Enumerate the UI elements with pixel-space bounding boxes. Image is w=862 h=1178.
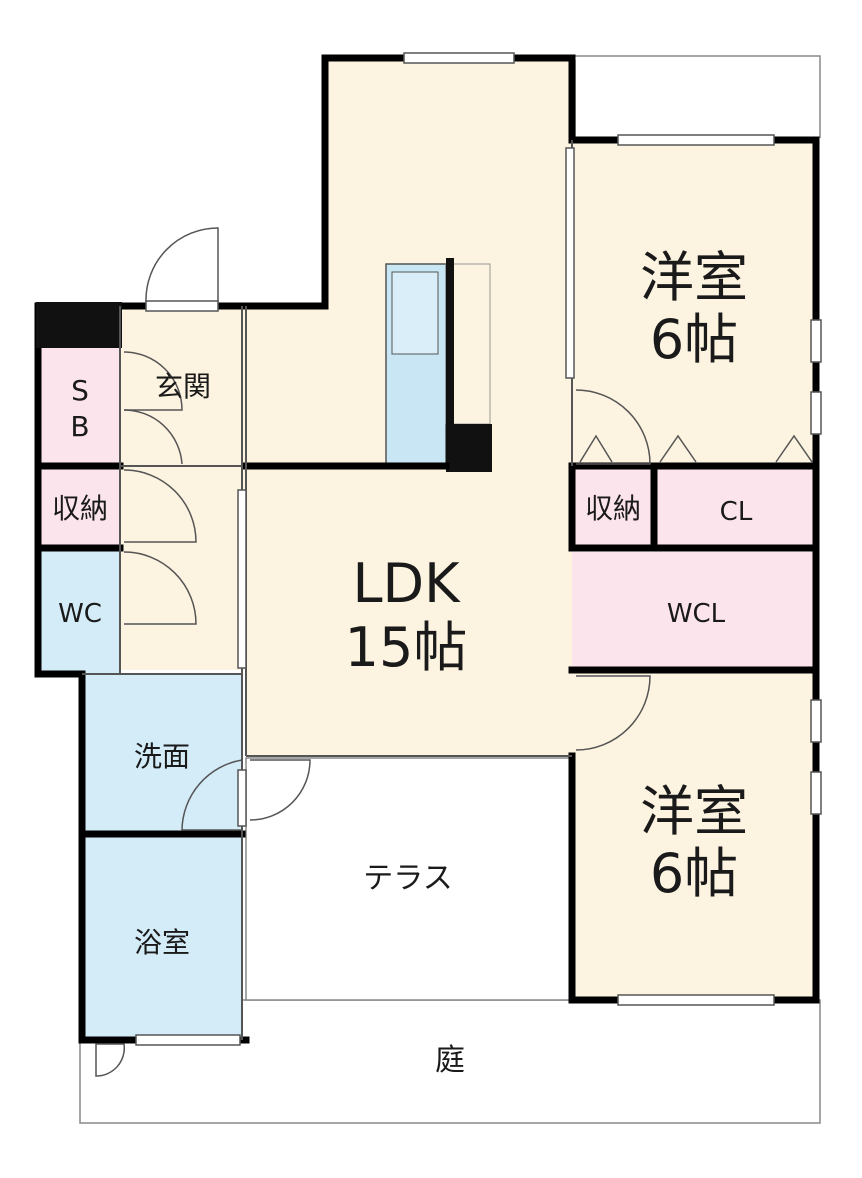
wcl-label: WCL xyxy=(667,599,726,629)
closet-floor xyxy=(654,466,816,548)
balcony-outline xyxy=(574,55,821,138)
doors xyxy=(95,227,813,1077)
entrance-label: 玄関 xyxy=(155,370,211,403)
ldk-name: LDK xyxy=(352,552,461,615)
toilet-label: WC xyxy=(58,599,102,629)
bedroom-bottom-floor xyxy=(572,672,816,1000)
windows xyxy=(135,52,822,1046)
washroom-label: 洗面 xyxy=(134,740,190,773)
terrace-label: テラス xyxy=(363,861,452,896)
kitchen-counter xyxy=(385,258,492,472)
terrace-area xyxy=(245,757,571,1001)
storage-left-label: 収納 xyxy=(52,492,108,525)
shoe-box-label-1: S xyxy=(71,374,89,407)
washroom-floor xyxy=(82,674,242,834)
storage-right-floor xyxy=(572,466,654,548)
bathroom-floor xyxy=(82,834,242,1040)
closet-label: CL xyxy=(720,497,753,527)
bedroom-top-floor xyxy=(572,140,816,466)
bedroom-top-name: 洋室 xyxy=(640,246,748,309)
entrance-floor xyxy=(120,306,246,670)
bedroom-bottom-size: 6帖 xyxy=(650,842,738,905)
garden-label: 庭 xyxy=(435,1043,465,1078)
ldk-size: 15帖 xyxy=(345,616,468,679)
bedroom-top-size: 6帖 xyxy=(650,308,738,371)
toilet-floor xyxy=(40,548,120,674)
storage-right-label: 収納 xyxy=(585,492,641,525)
wcl-floor xyxy=(572,552,816,668)
room-labels: 洋室 6帖 洋室 6帖 LDK 15帖 玄関 S B 収納 WC 洗面 浴室 収… xyxy=(52,246,753,1078)
wall-column xyxy=(36,302,122,348)
storage-left-floor xyxy=(40,466,120,548)
bathroom-label: 浴室 xyxy=(134,926,190,959)
shoe-box-label-2: B xyxy=(70,410,89,443)
room-floors xyxy=(40,58,816,1040)
shoe-box-floor xyxy=(40,348,120,466)
bedroom-bottom-name: 洋室 xyxy=(640,780,748,843)
